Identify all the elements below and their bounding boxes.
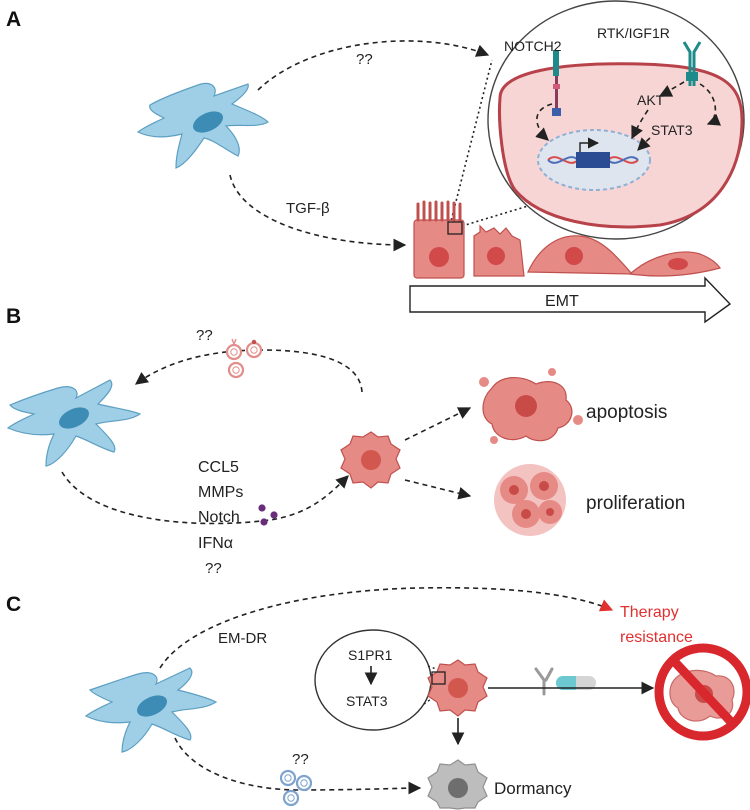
em-dr-label: EM-DR xyxy=(218,630,267,647)
unknown-signal-label-c: ?? xyxy=(292,751,309,768)
dormant-cell-icon xyxy=(427,759,488,810)
panel-b-letter: B xyxy=(6,305,21,328)
mesenchymal-cell-icon-1 xyxy=(527,235,634,275)
zoom-line-bottom xyxy=(461,205,529,227)
proliferation-label: proliferation xyxy=(586,493,685,514)
fibroblast-icon xyxy=(84,667,218,753)
fibroblast-icon xyxy=(6,379,142,467)
rtk-receptor-icon xyxy=(682,41,702,86)
therapy-resistance-label-line1: Therapy xyxy=(620,604,679,621)
zoom-line-top xyxy=(449,59,493,226)
dormancy-label: Dormancy xyxy=(494,779,572,798)
unknown-signal-label-a: ?? xyxy=(356,51,373,68)
factor-item: Notch xyxy=(198,509,240,526)
panel-a-letter: A xyxy=(6,8,21,31)
exosome-arrow xyxy=(174,737,422,795)
therapy-resistance-label-line2: resistance xyxy=(620,629,693,646)
transitioning-cell-icon xyxy=(473,224,525,277)
notch2-receptor-icon xyxy=(552,50,561,116)
notch2-label: NOTCH2 xyxy=(504,38,562,54)
vesicle-icon xyxy=(225,338,263,379)
rtk-akt-arrow xyxy=(658,81,685,97)
factor-item: CCL5 xyxy=(198,459,239,476)
factor-list: CCL5 MMPs Notch IFNα ?? xyxy=(198,459,243,577)
s1pr1-label: S1PR1 xyxy=(348,647,393,663)
apoptosis-arrow xyxy=(404,407,472,441)
fibroblast-icon xyxy=(136,82,269,169)
zoom-bubble xyxy=(487,0,745,240)
stat3-label-a: STAT3 xyxy=(651,122,693,138)
factor-item: IFNα xyxy=(198,535,233,552)
rtk-igf1r-label: RTK/IGF1R xyxy=(597,25,670,41)
akt-label: AKT xyxy=(637,92,665,108)
tgf-beta-label: TGF-β xyxy=(286,200,330,217)
stat3-nucleus-arrow xyxy=(637,137,651,151)
proliferating-cell-icon xyxy=(494,464,566,536)
pill-icon xyxy=(556,676,596,690)
tumor-cell-icon xyxy=(427,659,488,717)
factor-item: ?? xyxy=(205,560,222,577)
prohibit-icon xyxy=(654,643,750,741)
tgf-beta-arrow xyxy=(229,174,407,252)
antibody-icon xyxy=(534,667,554,696)
epithelial-cell-icon xyxy=(413,200,465,279)
emt-label: EMT xyxy=(545,293,579,310)
em-dr-arrow xyxy=(159,586,614,669)
stat3-label-c: STAT3 xyxy=(346,693,388,709)
dna-icon xyxy=(547,137,639,168)
factors-arrow xyxy=(61,471,349,525)
s1pr1-zoom-bubble xyxy=(314,629,432,731)
akt-nucleus-arrow xyxy=(631,109,649,140)
notch-signal-arrow xyxy=(535,103,553,141)
emt-arrow xyxy=(409,276,732,324)
apoptosis-label: apoptosis xyxy=(586,402,667,423)
rtk-stat3-arrow xyxy=(699,83,722,126)
unknown-signal-label-b: ?? xyxy=(196,327,213,344)
tumor-cell-icon xyxy=(340,431,401,489)
panel-c-letter: C xyxy=(6,593,21,616)
proliferation-arrow xyxy=(404,479,472,500)
unknown-signal-arrow-a xyxy=(257,40,490,91)
secreted-factor-dots xyxy=(258,504,278,526)
vesicle-icon xyxy=(279,769,313,807)
mesenchymal-cell-icon-2 xyxy=(628,251,721,277)
apoptotic-cell-icon xyxy=(479,368,583,444)
factor-item: MMPs xyxy=(198,484,243,501)
